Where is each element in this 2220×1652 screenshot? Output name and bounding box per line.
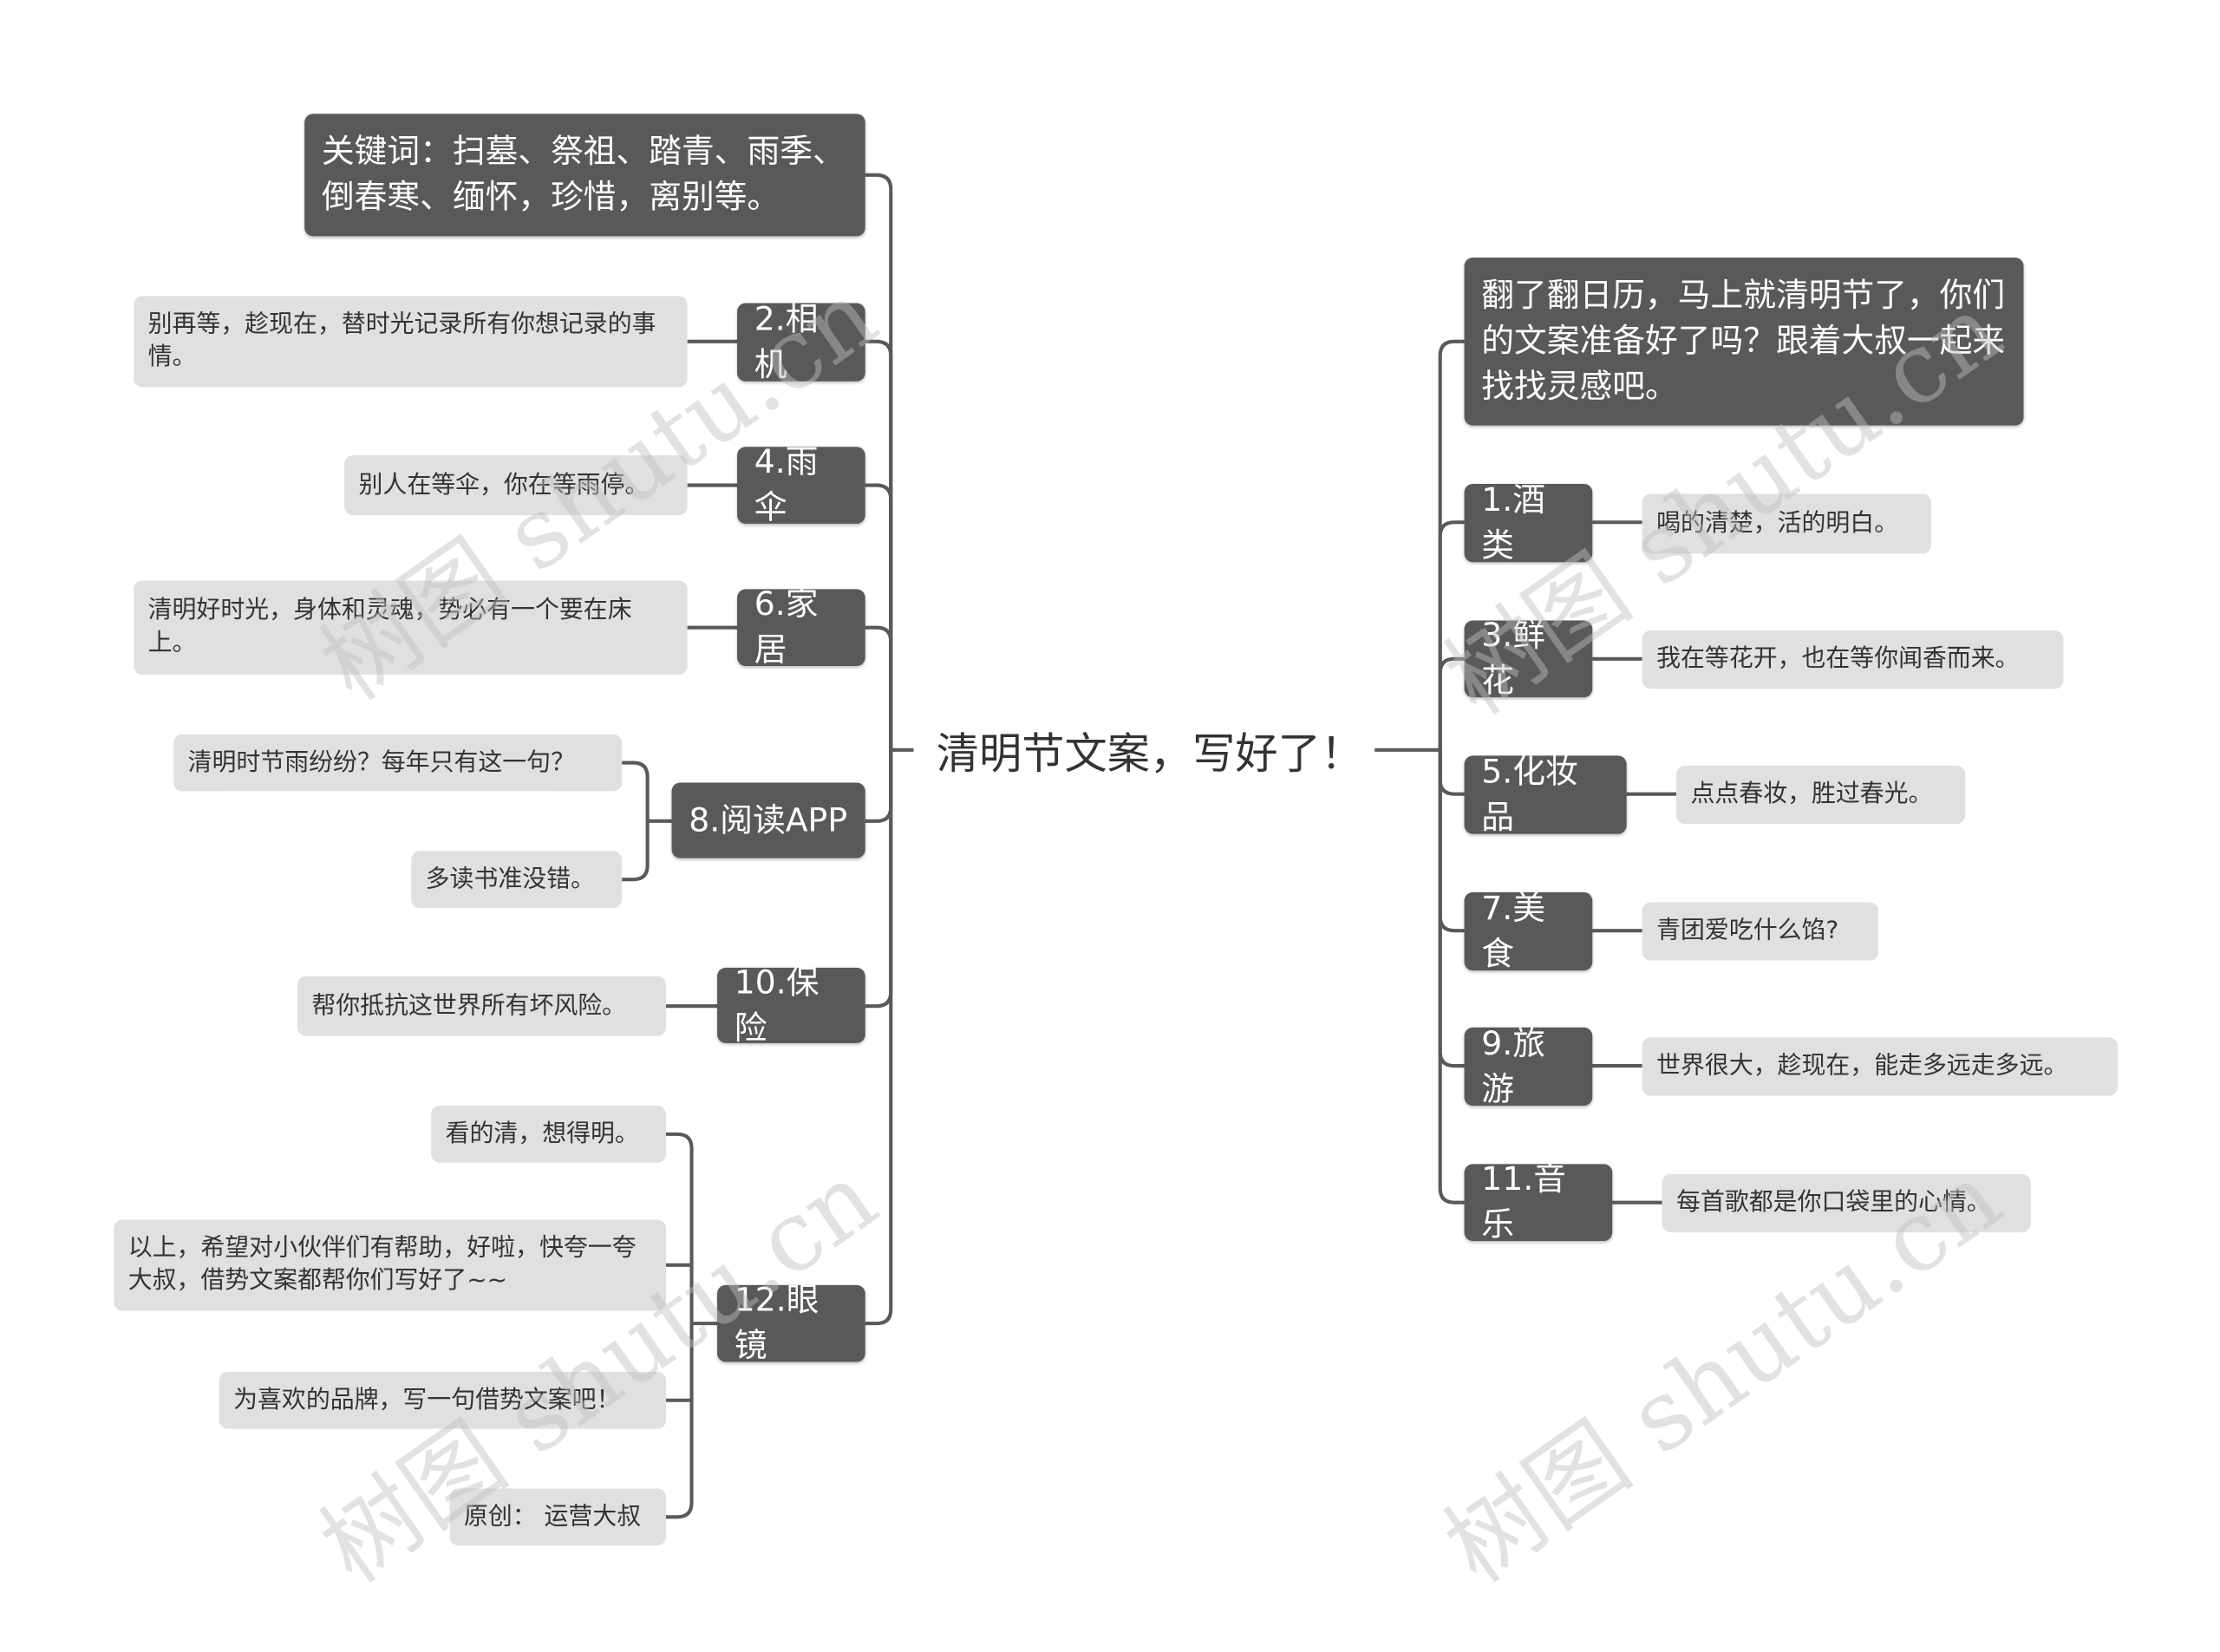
central-topic[interactable]: 清明节文案，写好了！	[936, 729, 1364, 780]
flowers-node[interactable]: 3.鲜花	[1464, 617, 1593, 700]
reading-note[interactable]: 清明时节雨纷纷？每年只有这一句？	[173, 734, 623, 792]
reading-note[interactable]: 多读书准没错。	[411, 851, 623, 908]
cosmetics-note[interactable]: 点点春妆，胜过春光。	[1676, 765, 1966, 825]
glasses-node[interactable]: 12.眼镜	[717, 1283, 865, 1365]
insurance-note[interactable]: 帮你抵抗这世界所有坏风险。	[297, 976, 666, 1036]
glasses-note[interactable]: 看的清，想得明。	[431, 1106, 666, 1163]
camera-node[interactable]: 2.相机	[737, 301, 865, 383]
umbrella-node[interactable]: 4.雨伞	[737, 444, 865, 526]
travel-node[interactable]: 9.旅游	[1464, 1025, 1593, 1108]
food-note[interactable]: 青团爱吃什么馅?	[1642, 902, 1879, 961]
glasses-note[interactable]: 以上，希望对小伙伴们有帮助，好啦，快夸一夸大叔，借势文案都帮你们写好了~~	[114, 1219, 666, 1311]
reading-app-node[interactable]: 8.阅读APP	[671, 782, 865, 859]
flowers-note[interactable]: 我在等花开，也在等你闻香而来。	[1642, 630, 2064, 689]
travel-note[interactable]: 世界很大，趁现在，能走多远走多远。	[1642, 1037, 2118, 1096]
cosmetics-node[interactable]: 5.化妆品	[1464, 754, 1627, 836]
keywords-node[interactable]: 关键词：扫墓、祭祖、踏青、雨季、倒春寒、缅怀，珍惜，离别等。	[304, 114, 865, 237]
music-node[interactable]: 11.音乐	[1464, 1161, 1613, 1244]
intro-node[interactable]: 翻了翻日历，马上就清明节了，你们的文案准备好了吗？跟着大叔一起来找找灵感吧。	[1464, 258, 2024, 426]
home-note[interactable]: 清明好时光，身体和灵魂，势必有一个要在床上。	[134, 580, 688, 675]
umbrella-note[interactable]: 别人在等伞，你在等雨停。	[344, 455, 688, 516]
music-note[interactable]: 每首歌都是你口袋里的心情。	[1662, 1173, 2031, 1233]
glasses-note[interactable]: 原创： 运营大叔	[449, 1488, 666, 1546]
liquor-node[interactable]: 1.酒类	[1464, 481, 1593, 565]
liquor-note[interactable]: 喝的清楚，活的明白。	[1642, 493, 1931, 554]
glasses-note[interactable]: 为喜欢的品牌，写一句借势文案吧！	[219, 1371, 666, 1429]
camera-note[interactable]: 别再等，趁现在，替时光记录所有你想记录的事情。	[134, 296, 688, 388]
insurance-node[interactable]: 10.保险	[717, 964, 865, 1047]
food-node[interactable]: 7.美食	[1464, 890, 1593, 973]
home-node[interactable]: 6.家居	[737, 586, 865, 669]
